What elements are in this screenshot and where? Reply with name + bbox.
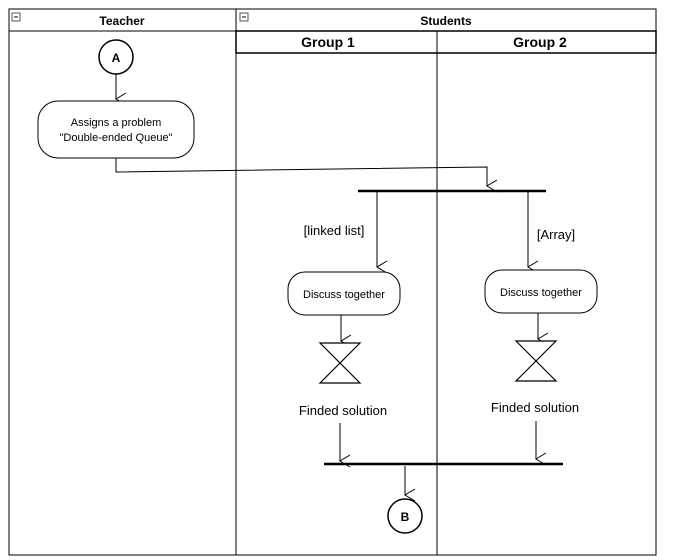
discuss-activity-group-2[interactable]: Discuss together xyxy=(484,269,598,314)
collapse-minus-icon[interactable] xyxy=(239,12,249,22)
start-connector-label: A xyxy=(112,51,121,65)
group-2-title: Group 2 xyxy=(513,34,567,50)
students-lane-title: Students xyxy=(420,14,472,28)
guard-array: [Array] xyxy=(537,227,575,242)
guard-linked-list: [linked list] xyxy=(304,223,365,238)
assign-activity-line2: "Double-ended Queue" xyxy=(59,132,172,144)
students-lane: Students Group 1 Group 2 xyxy=(235,8,657,556)
end-connector-label: B xyxy=(401,510,410,524)
discuss-activity-group-1[interactable]: Discuss together xyxy=(287,271,401,316)
hourglass-timer-icon xyxy=(318,342,362,384)
solution-label-group-2: Finded solution xyxy=(491,400,579,415)
end-connector[interactable]: B xyxy=(387,498,423,534)
flow-arrow xyxy=(115,158,498,193)
collapse-minus-icon[interactable] xyxy=(11,12,21,22)
teacher-lane: Teacher xyxy=(8,8,237,556)
discuss-label-group-2: Discuss together xyxy=(500,287,582,299)
assign-activity-line1: Assigns a problem xyxy=(71,117,162,129)
teacher-lane-title: Teacher xyxy=(99,14,144,28)
start-connector[interactable]: A xyxy=(98,39,134,75)
assign-problem-activity[interactable]: Assigns a problem "Double-ended Queue" xyxy=(37,100,195,159)
discuss-label-group-1: Discuss together xyxy=(303,289,385,301)
group-1-title: Group 1 xyxy=(301,34,355,50)
hourglass-timer-icon xyxy=(514,340,558,382)
solution-label-group-1: Finded solution xyxy=(299,403,387,418)
